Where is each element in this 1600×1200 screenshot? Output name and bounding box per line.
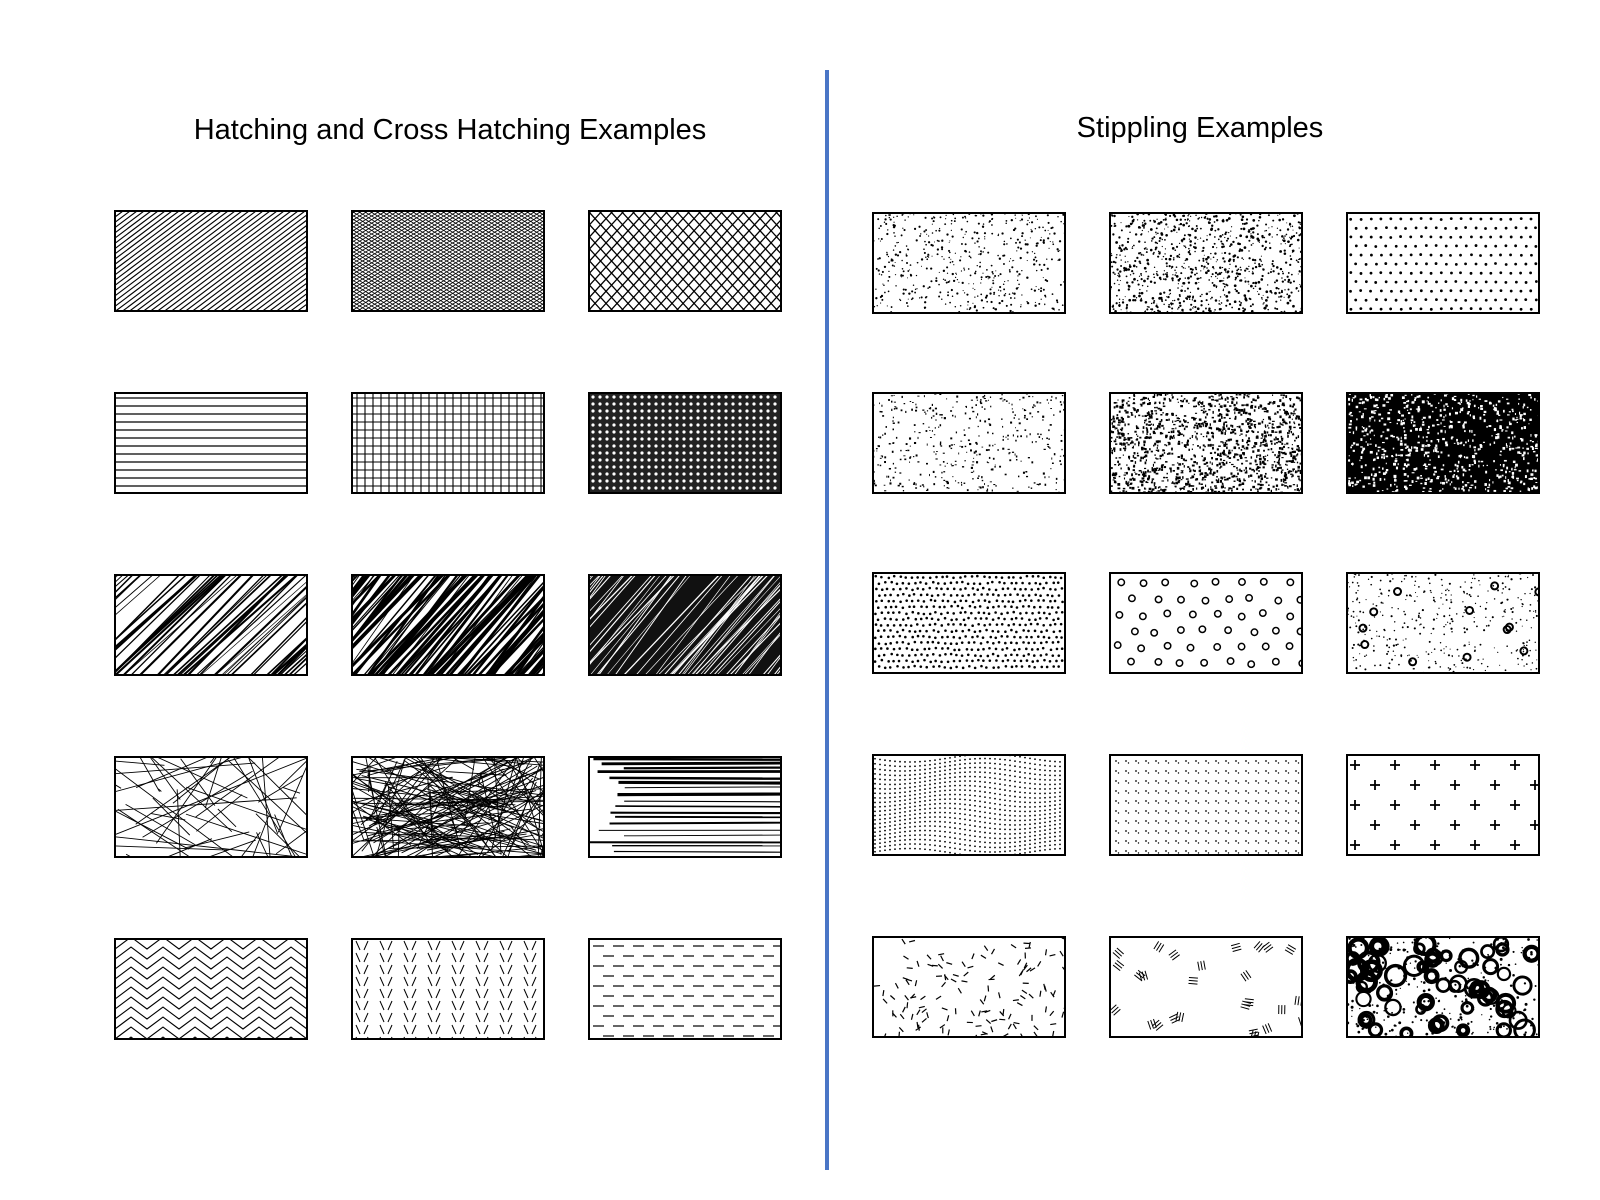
swatch-very-dense-diagonal bbox=[588, 574, 782, 676]
swatch-sketchy-diagonal bbox=[114, 574, 308, 676]
swatch-chevron bbox=[114, 938, 308, 1040]
swatch-dense-diagonal-strokes bbox=[351, 574, 545, 676]
swatch-dots-and-rings bbox=[1346, 572, 1540, 674]
swatch-plus-signs bbox=[1346, 754, 1540, 856]
hatching-section-title: Hatching and Cross Hatching Examples bbox=[193, 114, 707, 146]
swatch-random-fine-dots bbox=[872, 212, 1066, 314]
swatch-heavy-specks bbox=[1346, 392, 1540, 494]
stippling-section-title: Stippling Examples bbox=[1076, 112, 1324, 144]
swatch-regular-dot-grid bbox=[1109, 754, 1303, 856]
swatch-packed-dots bbox=[872, 572, 1066, 674]
swatch-grid bbox=[351, 392, 545, 494]
swatch-random-dashes bbox=[872, 936, 1066, 1038]
swatch-circles bbox=[1109, 572, 1303, 674]
swatch-dense-random-dots bbox=[1109, 212, 1303, 314]
swatch-regular-dots bbox=[1346, 212, 1540, 314]
section-divider bbox=[825, 70, 829, 1170]
swatch-random-crosshatch bbox=[114, 756, 308, 858]
swatch-horizontal-streaks bbox=[588, 756, 782, 858]
swatch-diagonal-lines bbox=[114, 210, 308, 312]
swatch-herringbone-dashes bbox=[351, 938, 545, 1040]
swatch-dense-crosshatch bbox=[588, 392, 782, 494]
swatch-horizontal-dashes bbox=[588, 938, 782, 1040]
swatch-dash-clusters bbox=[1109, 936, 1303, 1038]
swatch-blotches bbox=[1346, 936, 1540, 1038]
swatch-dense-specks bbox=[1109, 392, 1303, 494]
swatch-diagonal-crosshatch bbox=[588, 210, 782, 312]
swatch-horizontal-lines bbox=[114, 392, 308, 494]
swatch-dense-random-crosshatch bbox=[351, 756, 545, 858]
swatch-wavy-dot-grid bbox=[872, 754, 1066, 856]
swatch-fine-crosshatch bbox=[351, 210, 545, 312]
swatch-sparse-specks bbox=[872, 392, 1066, 494]
